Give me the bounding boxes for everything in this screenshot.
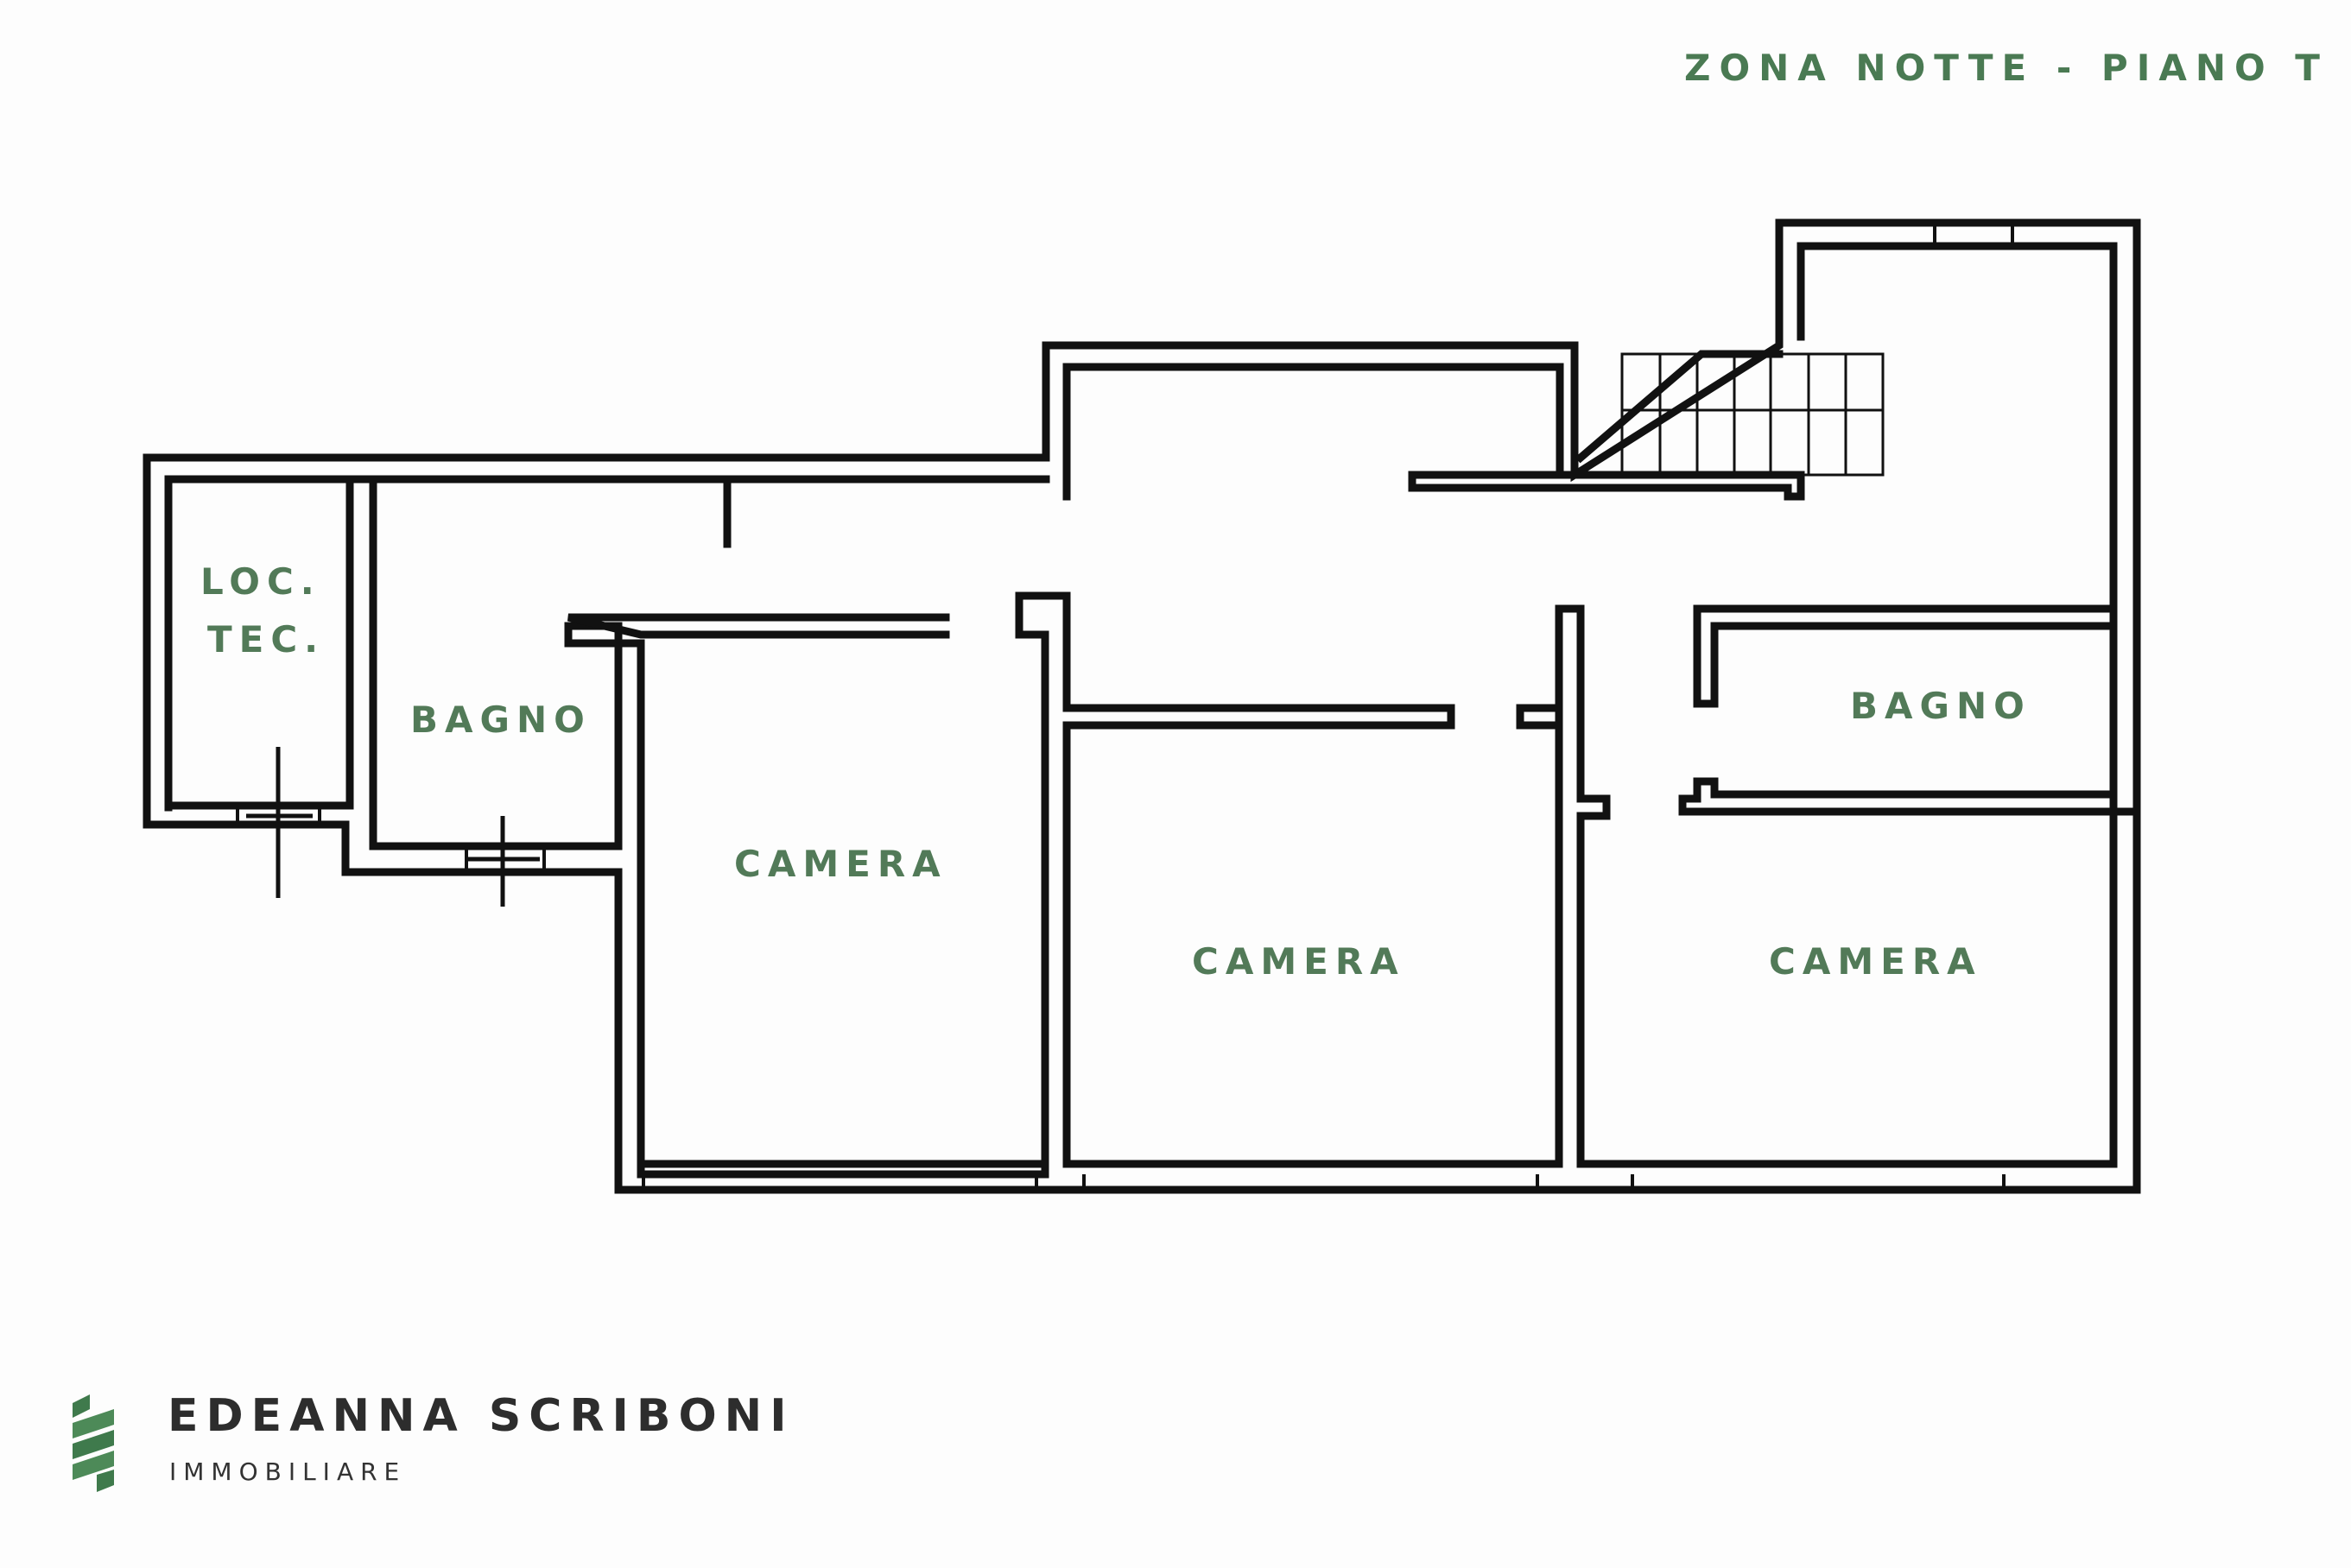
- label-camera-3: CAMERA: [1769, 940, 1982, 983]
- camera-2-right-wall: [1516, 604, 1611, 1166]
- upper-wall-inner-line: [1062, 363, 1564, 501]
- label-bagno-2: BAGNO: [1850, 685, 2031, 727]
- label-loc-tec-line1: LOC.: [200, 560, 321, 603]
- vent-symbols: [246, 747, 540, 907]
- level-title: ZONA NOTTE - PIANO T: [1684, 47, 2329, 89]
- stairs: [1620, 352, 1885, 477]
- label-bagno-1: BAGNO: [410, 699, 592, 741]
- brand-name: EDEANNA SCRIBONI: [168, 1390, 795, 1442]
- room-labels: LOC. TEC. BAGNO CAMERA CAMERA BAGNO CAME…: [200, 560, 2031, 983]
- outer-wall-outline: [143, 218, 2141, 1194]
- camera-1-right-wall: [1015, 591, 1455, 1166]
- brand-subtitle: IMMOBILIARE: [169, 1457, 407, 1486]
- stair-landing-wall: [1408, 471, 1805, 501]
- windows: [236, 223, 2014, 1190]
- label-loc-tec-line2: TEC.: [207, 618, 325, 661]
- bagno-1-walls: [369, 475, 645, 1179]
- loc-tec-walls: [164, 475, 354, 810]
- label-camera-1: CAMERA: [734, 843, 947, 885]
- camera-1-walls: [567, 613, 950, 639]
- bottom-wall-inner-line: [637, 1160, 1049, 1179]
- bagno-2-walls: [1678, 604, 2118, 816]
- right-wall-inner-line: [1797, 242, 2118, 609]
- label-camera-2: CAMERA: [1192, 940, 1405, 983]
- stacked-stripes-logo-icon: [73, 1394, 114, 1492]
